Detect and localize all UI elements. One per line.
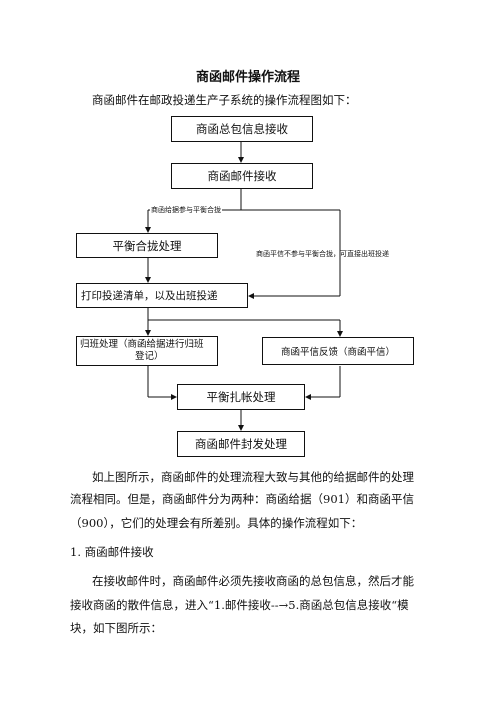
- intro-text: 商函邮件在邮政投递生产子系统的操作流程图如下：: [92, 93, 357, 107]
- node-ordinary-feedback: 商函平信反馈（商函平信）: [262, 337, 414, 365]
- node-print-delivery-list: 打印投递清单，以及出班投递: [76, 283, 248, 308]
- paragraph-segment: 接收商函的散件信息，进入“1.邮件接收--: [70, 598, 279, 612]
- node-return-processing: 归班处理（商函给据进行归班 登记）: [76, 336, 218, 366]
- branch-label-registered: 商函给据参与平衡合拢: [150, 205, 222, 215]
- branch-label-ordinary: 商函平信不参与平衡合拢，可直接出班投递: [256, 250, 389, 258]
- node-mail-receive: 商函邮件接收: [171, 163, 313, 189]
- paragraph-line: 如上图所示，商函邮件的处理流程大致与其他的给据邮件的处理: [92, 470, 414, 484]
- paragraph-line: 接收商函的散件信息，进入“1.邮件接收--→5.商函总包信息接收“模: [70, 594, 409, 616]
- section-heading: 1. 商函邮件接收: [70, 545, 154, 559]
- node-dispatch: 商函邮件封发处理: [177, 431, 305, 457]
- node-balance-merge: 平衡合拢处理: [76, 233, 218, 258]
- arrow-icon: →: [278, 598, 289, 612]
- paragraph-line: （900），它们的处理会有所差别。具体的操作流程如下：: [70, 516, 363, 530]
- node-bulk-info-receive: 商函总包信息接收: [171, 116, 313, 142]
- node-return-line1: 归班处理（商函给据进行归班: [80, 339, 204, 350]
- paragraph-segment: 5.商函总包信息接收“模: [288, 598, 409, 612]
- paragraph-line: 流程相同。但是，商函邮件分为两种：商函给据（901）和商函平信: [70, 492, 414, 506]
- paragraph-line: 在接收邮件时，商函邮件必须先接收商函的总包信息，然后才能: [92, 574, 414, 588]
- paragraph-line: 块，如下图所示：: [70, 621, 162, 635]
- node-return-line2: 登记）: [135, 351, 164, 362]
- node-balance-settle: 平衡扎帐处理: [177, 384, 305, 410]
- page-title: 商函邮件操作流程: [195, 70, 300, 85]
